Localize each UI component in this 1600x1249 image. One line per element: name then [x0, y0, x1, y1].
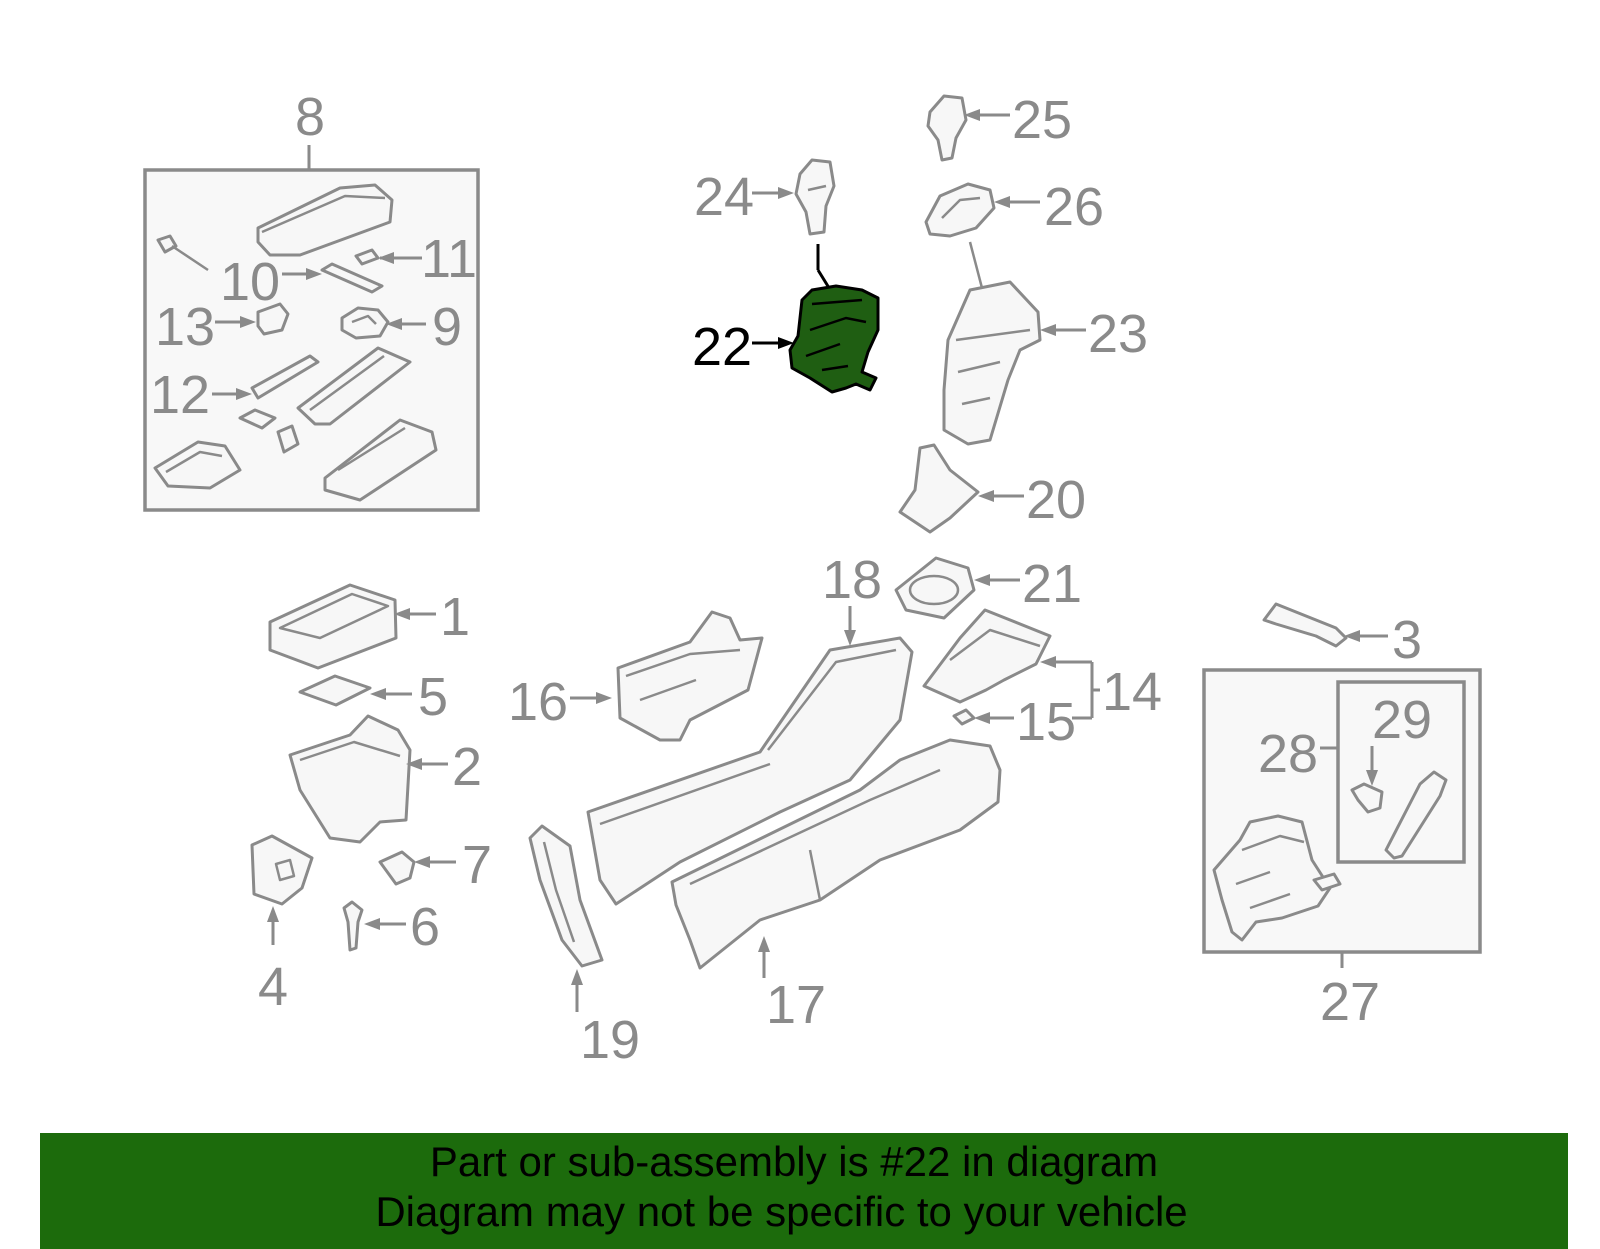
- part-12-group[interactable]: 12: [150, 354, 320, 425]
- part-23-group[interactable]: 23: [942, 241, 1148, 446]
- part-armrest-hinge: [238, 408, 300, 454]
- label-23: 23: [1088, 304, 1148, 364]
- label-28: 28: [1258, 724, 1318, 784]
- label-14: 14: [1102, 662, 1162, 722]
- label-25: 25: [1012, 90, 1072, 150]
- part-20-group[interactable]: 20: [898, 443, 1086, 534]
- label-20: 20: [1026, 470, 1086, 530]
- label-13: 13: [155, 297, 215, 357]
- label-24: 24: [694, 167, 754, 227]
- part-5-group[interactable]: 5: [298, 667, 448, 727]
- part-3-group[interactable]: 3: [1262, 602, 1422, 670]
- label-12: 12: [150, 365, 210, 425]
- part-22-group[interactable]: 22: [692, 244, 880, 394]
- label-10: 10: [220, 252, 280, 312]
- label-16: 16: [508, 672, 568, 732]
- part-6-group[interactable]: 6: [342, 897, 440, 957]
- part-19-group[interactable]: 19: [528, 824, 640, 1070]
- part-26-group[interactable]: 26: [924, 177, 1104, 238]
- part-10-group[interactable]: 10: [220, 252, 384, 312]
- label-29: 29: [1372, 690, 1432, 750]
- part-13-group[interactable]: 13: [155, 297, 290, 357]
- label-6: 6: [410, 897, 440, 957]
- label-18: 18: [822, 550, 882, 610]
- label-19: 19: [580, 1010, 640, 1070]
- part-1-group[interactable]: 1: [268, 583, 470, 670]
- info-banner: Part or sub-assembly is #22 in diagram D…: [40, 1133, 1568, 1249]
- banner-line-1: Part or sub-assembly is #22 in diagram: [429, 1138, 1159, 1185]
- part-15-group[interactable]: 15: [952, 692, 1092, 752]
- label-5: 5: [418, 667, 448, 727]
- part-armrest-rail: [296, 346, 412, 426]
- label-7: 7: [462, 835, 492, 895]
- part-28-group[interactable]: 28: [1212, 724, 1342, 942]
- label-4: 4: [258, 957, 288, 1017]
- part-bolt: [156, 234, 209, 272]
- label-1: 1: [440, 587, 470, 647]
- part-21-group[interactable]: 21: [894, 554, 1082, 620]
- label-26: 26: [1044, 177, 1104, 237]
- part-24-group[interactable]: 24: [694, 158, 836, 236]
- part-9-group[interactable]: 9: [340, 297, 462, 357]
- label-3: 3: [1392, 610, 1422, 670]
- label-15: 15: [1016, 692, 1076, 752]
- part-armrest-lid: [256, 183, 394, 257]
- part-29-group[interactable]: 29: [1336, 680, 1466, 864]
- part-14-group[interactable]: 14: [922, 608, 1162, 722]
- label-22: 22: [692, 317, 752, 377]
- part-18-group[interactable]: 18: [586, 550, 914, 906]
- part-25-group[interactable]: 25: [926, 90, 1072, 162]
- label-11: 11: [421, 229, 477, 289]
- part-armrest-base: [323, 418, 438, 502]
- part-16-group[interactable]: 16: [508, 610, 764, 742]
- part-17-group[interactable]: 17: [670, 738, 1002, 1035]
- highlighted-part-22[interactable]: [788, 284, 880, 394]
- label-9: 9: [432, 297, 462, 357]
- part-2-group[interactable]: 2: [288, 714, 482, 844]
- part-4-group[interactable]: 4: [250, 834, 314, 1017]
- part-armrest-tray: [153, 440, 242, 490]
- banner-line-2: Diagram may not be specific to your vehi…: [375, 1188, 1188, 1235]
- label-27: 27: [1320, 972, 1380, 1032]
- part-11-group[interactable]: 11: [354, 229, 477, 289]
- label-17: 17: [766, 975, 826, 1035]
- label-8: 8: [295, 87, 325, 147]
- label-21: 21: [1022, 554, 1082, 614]
- label-2: 2: [452, 737, 482, 797]
- part-7-group[interactable]: 7: [378, 835, 492, 895]
